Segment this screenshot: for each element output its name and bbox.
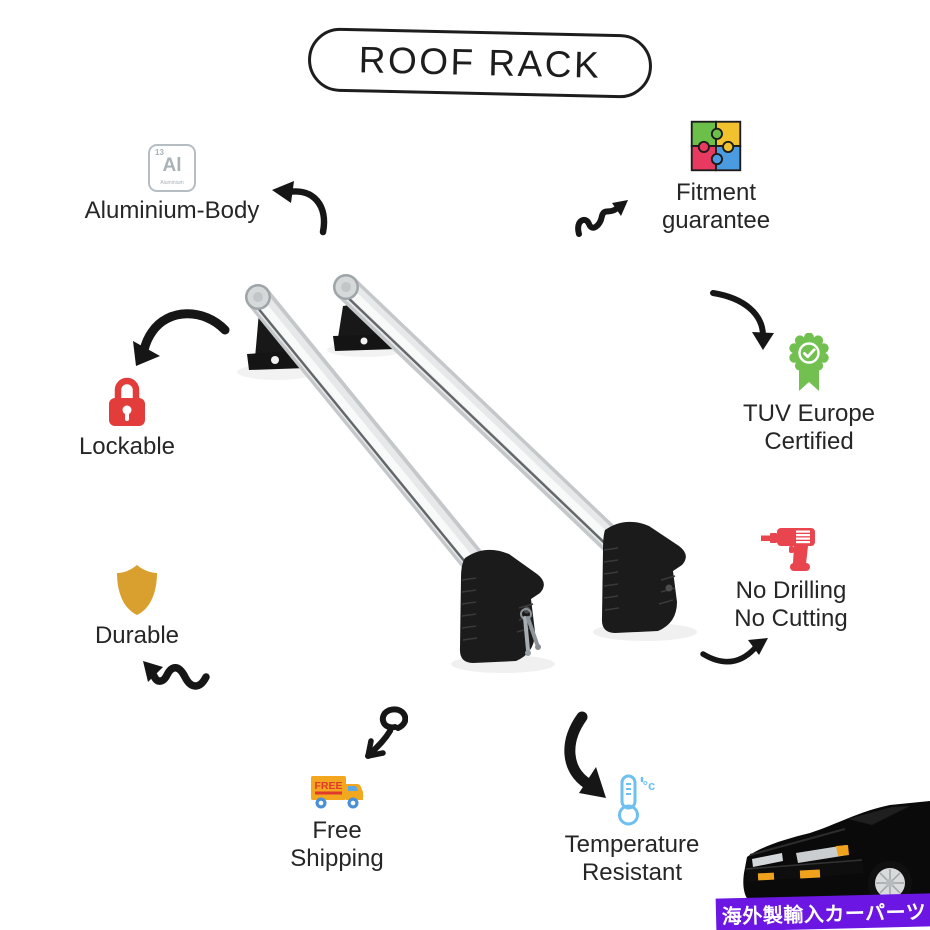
feature-lockable: Lockable [47, 374, 207, 461]
rear-bar-bottom-foot [601, 521, 686, 633]
squiggle-arrow-to-fitment [575, 200, 628, 237]
front-bar-bottom-foot [459, 549, 544, 663]
feature-free-shipping: FREE Free Shipping [247, 772, 427, 873]
front-cross-bar [245, 284, 510, 603]
curved-arrow-to-aluminium [272, 181, 328, 236]
import-parts-banner: 海外製輸入カーパーツ [715, 893, 930, 930]
feature-label: Certified [764, 428, 854, 455]
security-keys [520, 608, 541, 656]
banner-text: 海外製輸入カーパーツ [721, 901, 927, 929]
feature-label: Lockable [78, 433, 176, 460]
puzzle-icon [690, 120, 742, 172]
curved-arrow-to-tuv [710, 290, 774, 350]
feature-label: Temperature [564, 831, 700, 858]
feature-label: Shipping [290, 845, 384, 872]
thick-arrow-to-lockable [133, 309, 230, 366]
certified-ribbon-icon [789, 333, 829, 391]
feature-label: Aluminium-Body [84, 197, 260, 224]
car-image [743, 801, 930, 905]
feature-label: TUV Europe [742, 400, 876, 427]
thick-arrow-to-temperature [564, 711, 606, 798]
shield-icon [117, 565, 157, 615]
delivery-truck-icon: FREE [311, 776, 363, 809]
curved-arrow-to-drill [700, 638, 768, 665]
feature-temperature-resistant: °c Temperature Resistant [532, 774, 732, 887]
degree-label: °c [643, 778, 655, 793]
feature-label: Resistant [581, 859, 683, 886]
page-title: ROOF RACK [358, 39, 602, 86]
feature-label: No Cutting [734, 605, 848, 632]
feature-durable: Durable [57, 563, 217, 650]
element-symbol: Al [162, 155, 182, 176]
feature-no-drilling: No Drilling No Cutting [691, 520, 891, 633]
aluminium-element-icon: 13 Al Aluminium [148, 144, 196, 192]
loop-arrow-to-free-shipping [365, 706, 408, 759]
feature-label: Fitment [675, 179, 756, 206]
feature-label: No Drilling [735, 577, 847, 604]
feature-label: guarantee [661, 207, 771, 234]
feature-label: Durable [94, 622, 180, 649]
feature-label: Free [312, 817, 362, 844]
truck-free-label: FREE [314, 780, 342, 792]
drill-icon [761, 528, 815, 571]
thermometer-icon: °c [618, 774, 655, 826]
feature-fitment-guarantee: Fitment guarantee [626, 118, 806, 235]
feature-aluminium-body: 13 Al Aluminium Aluminium-Body [62, 144, 282, 225]
element-number: 13 [155, 148, 164, 157]
feature-tuv-certified: TUV Europe Certified [719, 333, 899, 456]
title-badge: ROOF RACK [307, 27, 653, 99]
element-name: Aluminium [160, 180, 184, 186]
car-wheel [868, 861, 912, 905]
roof-rack-product-image [237, 274, 697, 673]
squiggle-arrow-durable [143, 661, 210, 690]
padlock-icon [109, 377, 145, 426]
rear-cross-bar [333, 274, 653, 581]
